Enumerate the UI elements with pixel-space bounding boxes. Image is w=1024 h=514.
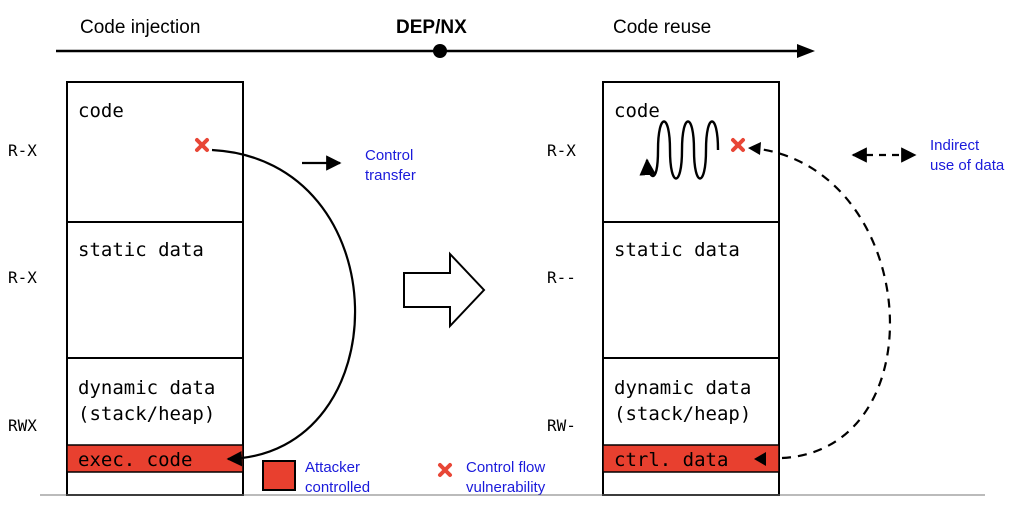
right-ctrl-data-label: ctrl. data — [614, 449, 728, 471]
right-indirect-data-arrow — [751, 146, 891, 460]
left-code-label: code — [78, 100, 124, 122]
gadget-chain-squiggle — [639, 120, 720, 180]
vulnerability-label-line2: vulnerability — [466, 479, 546, 496]
right-perm-static: R-- — [547, 268, 576, 287]
vulnerability-label-line1: Control flow — [466, 459, 545, 476]
attacker-controlled-label-line2: controlled — [305, 479, 370, 496]
left-perm-static: R-X — [8, 268, 37, 287]
right-perm-code: R-X — [547, 141, 576, 160]
left-control-transfer-arrow — [211, 148, 357, 467]
left-exec-code-label: exec. code — [78, 449, 192, 471]
right-indirect-arrowhead-bottom — [754, 452, 766, 466]
right-memory-layout: code static data dynamic data (stack/hea… — [547, 81, 780, 496]
timeline-dot — [433, 44, 447, 58]
indirect-use-label-line2: use of data — [930, 157, 1005, 174]
left-stack-heap-label: (stack/heap) — [78, 403, 215, 425]
left-vulnerability-marker — [195, 138, 209, 152]
right-perm-dynamic: RW- — [547, 416, 576, 435]
timeline-arrowhead — [797, 44, 815, 58]
control-transfer-label-line2: transfer — [365, 167, 416, 184]
right-indirect-arrowhead-top — [748, 142, 761, 155]
timeline-left-label: Code injection — [80, 17, 200, 38]
attacker-controlled-swatch — [262, 460, 296, 491]
left-dynamic-data-label: dynamic data — [78, 377, 215, 399]
timeline-right-label: Code reuse — [613, 17, 711, 38]
vulnerability-legend-icon — [438, 463, 452, 477]
left-perm-dynamic: RWX — [8, 416, 37, 435]
transition-arrow — [403, 251, 486, 329]
right-code-label: code — [614, 100, 660, 122]
timeline-middle-label: DEP/NX — [396, 17, 467, 38]
right-stack-heap-label: (stack/heap) — [614, 403, 751, 425]
left-static-data-label: static data — [78, 239, 204, 261]
left-memory-layout: code static data dynamic data (stack/hea… — [8, 81, 244, 496]
indirect-use-label-line1: Indirect — [930, 137, 980, 154]
left-exec-code-region — [66, 444, 244, 473]
attacker-controlled-label-line1: Attacker — [305, 459, 360, 476]
left-perm-code: R-X — [8, 141, 37, 160]
right-vulnerability-marker — [731, 138, 745, 152]
right-dynamic-data-label: dynamic data — [614, 377, 751, 399]
right-ctrl-data-region — [602, 444, 780, 473]
control-transfer-label-line1: Control — [365, 147, 413, 164]
right-static-data-label: static data — [614, 239, 740, 261]
